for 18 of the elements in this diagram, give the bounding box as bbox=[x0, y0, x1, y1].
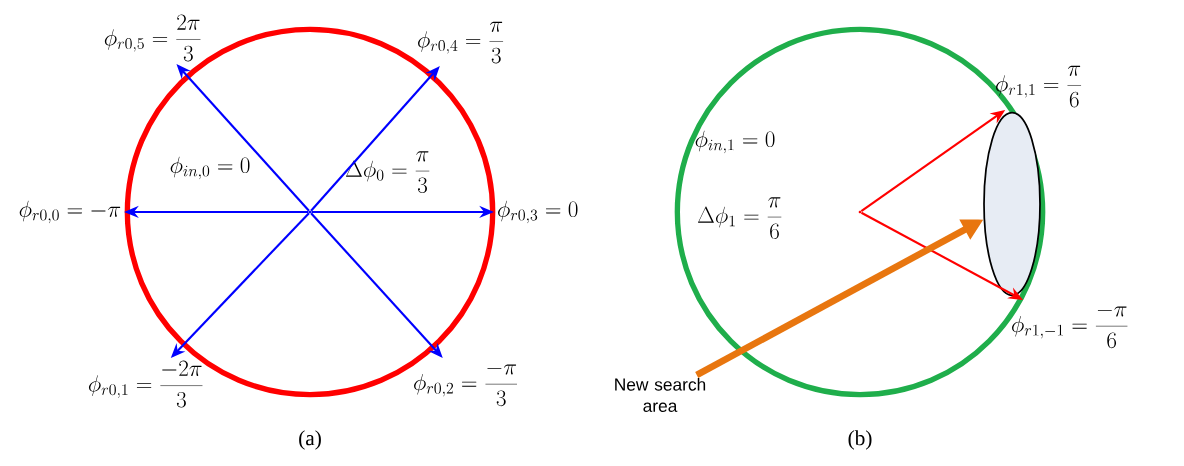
formula-label: $\phi_{r0,1}=\frac{-2\pi}{3}$ bbox=[88, 360, 203, 408]
formula-label: $\phi_{r0,2}=\frac{-\pi}{3}$ bbox=[414, 364, 517, 407]
center-point bbox=[858, 210, 862, 214]
text-label: New search area bbox=[615, 377, 706, 412]
formula-label: $\phi_{in,1}=0$ bbox=[695, 130, 775, 154]
formula-label: $\phi_{r1,1}=\frac{\pi}{6}$ bbox=[996, 65, 1082, 108]
center-point bbox=[308, 210, 312, 214]
formula-label: $\phi_{r1,-1}=\frac{-\pi}{6}$ bbox=[1012, 306, 1128, 349]
formula-label: $\phi_{r0,4}=\frac{\pi}{3}$ bbox=[418, 21, 504, 64]
search-ellipse bbox=[983, 111, 1041, 297]
formula-label: $\phi_{r0,5}=\frac{2\pi}{3}$ bbox=[104, 14, 201, 62]
formula-label: $\phi_{r0,0}=-\pi$ bbox=[19, 200, 121, 224]
formula-label: $\phi_{in,0}=0$ bbox=[170, 156, 250, 180]
panel-caption: (a) bbox=[299, 430, 321, 450]
formula-label: $\Delta\phi_0=\frac{\pi}{3}$ bbox=[345, 151, 430, 194]
formula-label: $\Delta\phi_1=\frac{\pi}{6}$ bbox=[697, 197, 782, 239]
formula-label: $\phi_{r0,3}=0$ bbox=[498, 200, 578, 224]
panel-caption: (b) bbox=[848, 430, 872, 450]
